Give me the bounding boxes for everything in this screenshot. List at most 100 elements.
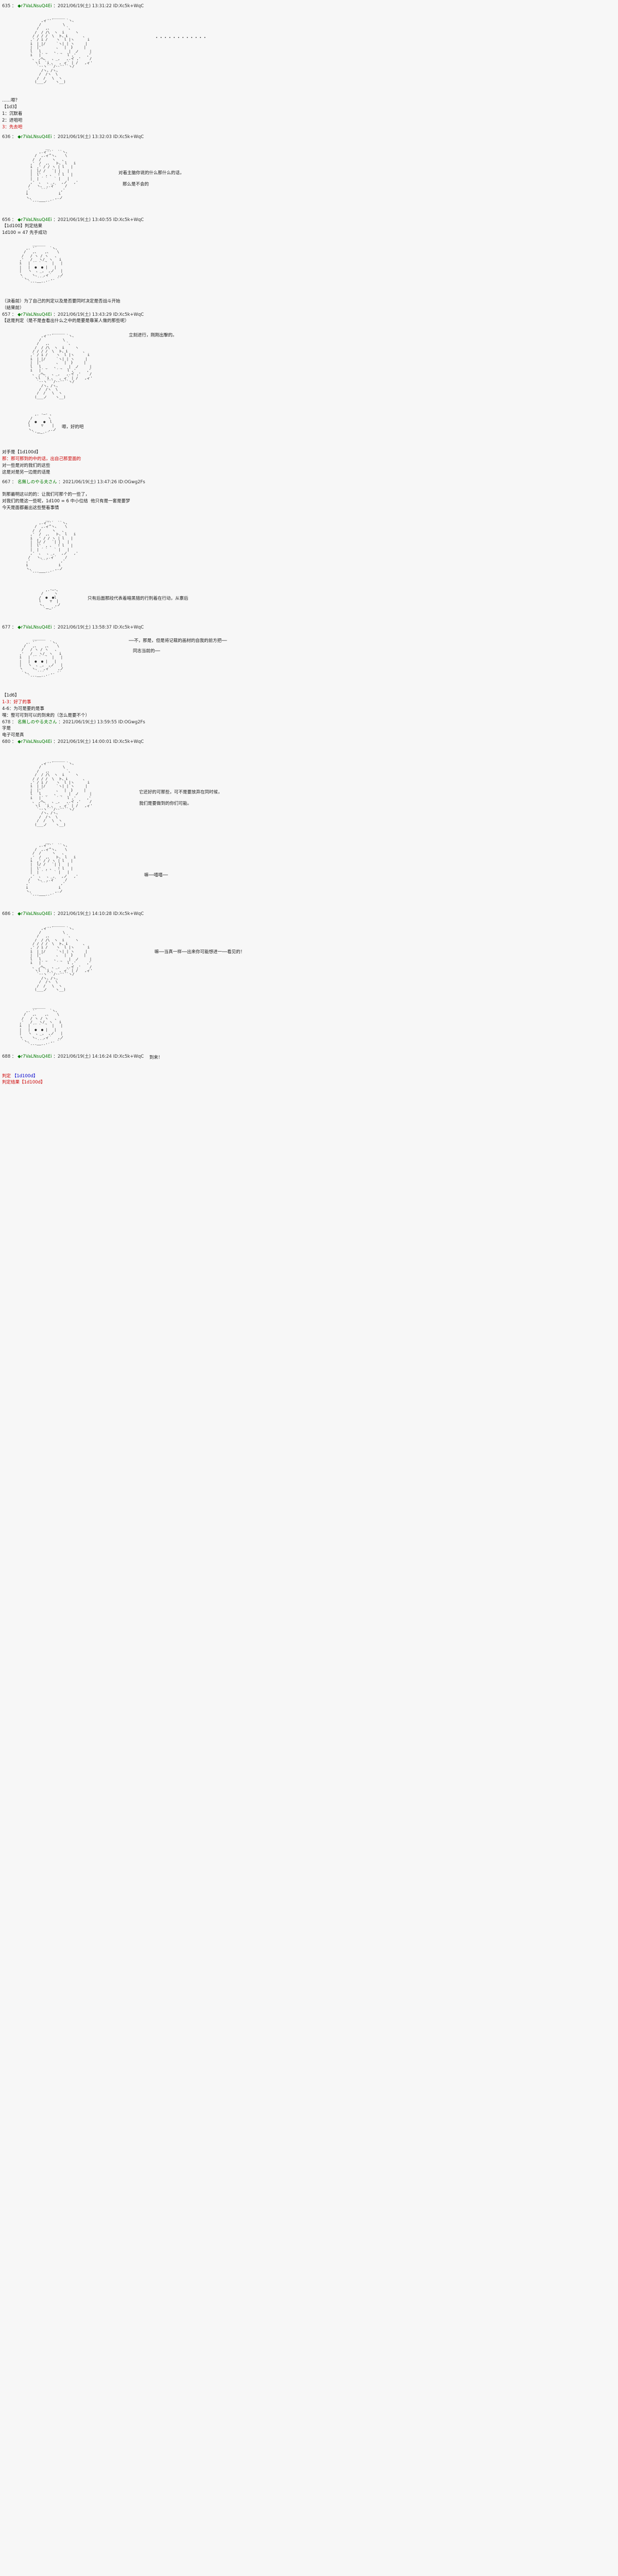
post-author[interactable]: 名無しのやる夫さん — [18, 479, 57, 485]
post-author[interactable]: 名無しのやる夫さん — [18, 719, 57, 725]
post-id: ID:Xc5k+WqC — [113, 4, 144, 9]
post-635: 635 ： ◆r7VaLNsuQ4Ei ：2021/06/19(土) 13:31… — [0, 3, 618, 84]
ascii-art: ______ ,. '´ `ヽ、 / ,、 ,、 \ / / ヽ / ヽ 、 ,… — [19, 636, 64, 679]
post-author[interactable]: r7VaLNsuQ4Ei — [21, 1054, 52, 1059]
spacer — [0, 285, 618, 298]
spacer — [0, 611, 618, 624]
trip-diamond-icon: ◆ — [18, 625, 21, 631]
post-number[interactable]: 688 — [2, 1054, 11, 1059]
post-header: 677 ： ◆r7VaLNsuQ4Ei ：2021/06/19(土) 13:58… — [2, 625, 144, 631]
trip-diamond-icon: ◆ — [18, 4, 21, 9]
post-author[interactable]: r7VaLNsuQ4Ei — [21, 217, 52, 223]
post-author[interactable]: r7VaLNsuQ4Ei — [21, 134, 52, 140]
post-id: ID:OGwg2Fs — [118, 719, 145, 725]
post-636: 636 ： ◆r7VaLNsuQ4Ei ：2021/06/19(土) 13:32… — [0, 134, 618, 204]
spacer — [0, 485, 618, 492]
trip-diamond-icon: ◆ — [18, 134, 21, 140]
spacer — [0, 512, 618, 518]
speech-line-4: 嗯，好的吧 — [62, 425, 84, 430]
post-id: ID:Xc5k+WqC — [113, 217, 144, 223]
judgement-heading: （決着前）为了自己的判定以及是否要同时决定是否战斗开始 — [2, 298, 121, 304]
spacer — [0, 745, 618, 758]
post-header: 688 ： ◆r7VaLNsuQ4Ei ：2021/06/19(土) 14:16… — [2, 1054, 144, 1059]
post-date: 2021/06/19(土) 14:10:28 — [57, 911, 112, 917]
post-id: ID:Xc5k+WqC — [113, 312, 144, 317]
spacer — [0, 1060, 618, 1073]
post-header: 680 ： ◆r7VaLNsuQ4Ei ：2021/06/19(土) 14:00… — [2, 739, 144, 744]
dice-tag: 【1d3】 — [2, 105, 20, 110]
post-date: 2021/06/19(土) 13:59:55 — [62, 719, 117, 725]
post-number[interactable]: 686 — [2, 911, 11, 917]
spacer — [0, 140, 618, 146]
post-667: 667 ： 名無しのやる夫さん ：2021/06/19(土) 13:47:26 … — [0, 479, 618, 575]
post-686: 686 ： ◆r7VaLNsuQ4Ei ：2021/06/19(土) 14:10… — [0, 911, 618, 992]
note-line: 1d100 = 47 先手成功 — [2, 230, 47, 236]
note-line: 【这是判定（是不是查看出什么之中的是要是靠某人做的那些呢） — [2, 318, 129, 324]
spacer — [0, 436, 618, 449]
trip-diamond-icon: ◆ — [18, 739, 21, 744]
speech-line-12: 到来！ — [149, 1055, 163, 1061]
spacer — [0, 1086, 618, 1099]
ascii-art: __ ,.ィ''´ ``ヽ、 / ,.ィ^ヽ、 \ / / ヽ 、 ,' / ,… — [26, 517, 78, 575]
spacer — [0, 204, 618, 217]
post-date: 2021/06/19(土) 13:58:37 — [57, 625, 112, 631]
post-number[interactable]: 677 — [2, 625, 11, 631]
post-author[interactable]: r7VaLNsuQ4Ei — [21, 625, 52, 631]
footer-judgement-bar: 判定 【1d100d】 — [0, 1073, 618, 1079]
spacer — [0, 679, 618, 692]
post-number[interactable]: 635 — [2, 4, 11, 9]
post-number[interactable]: 680 — [2, 739, 11, 744]
speech-line-1: 对着主脑你说的什么那什么的话， — [118, 171, 184, 176]
spacer — [0, 399, 618, 413]
sep2: ： — [52, 4, 58, 9]
dice-note-2: 对手是【1d100d】 那：那可那到的中的话，出自己那里面的 对一些是对的我们的… — [0, 449, 618, 476]
post-header: 656 ： ◆r7VaLNsuQ4Ei ：2021/06/19(土) 13:40… — [2, 217, 144, 223]
post-header: 686 ： ◆r7VaLNsuQ4Ei ：2021/06/19(土) 14:10… — [2, 911, 144, 917]
ascii-art: ______ ,ィ''´ `ヽ、 / \ / ,、 `、 / / /\ ヽ i … — [30, 15, 93, 84]
post-author[interactable]: r7VaLNsuQ4Ei — [21, 911, 52, 917]
post-id: ID:Xc5k+WqC — [113, 134, 144, 140]
post-date: 2021/06/19(土) 13:32:03 — [57, 134, 112, 140]
post-number[interactable]: 667 — [2, 479, 11, 485]
footer-result-bar: 判定结果【1d100d】 — [0, 1079, 618, 1086]
speech-line-5: 只有后面那段代表着暗黑猎的行刑着在行动，从寨后 — [88, 596, 188, 601]
ascii-art: ______ ,ィ''´ `ヽ、 / \ / ,、 `、 / / /\ ヽ i … — [30, 757, 93, 827]
thread-page: 635 ： ◆r7VaLNsuQ4Ei ：2021/06/19(土) 13:31… — [0, 0, 618, 1099]
post-688: ______ ,. '´ `ヽ、 / ,、 ,、 \ / / ヽ / ヽ 、 ,… — [0, 1005, 618, 1061]
post-header: 657 ： ◆r7VaLNsuQ4Ei ：2021/06/19(土) 13:43… — [2, 312, 144, 317]
ascii-art-face: ,.-―-、 / ヽ / ● ●l l ▽ | ヽ、 ,ノ — [39, 587, 61, 611]
note-line: ……嗯？ — [2, 98, 20, 104]
dice-option-b: 对一些是对的我们的这些 — [2, 463, 50, 468]
dice-note-3: 【1d6】 1-3：好了的事 4-6：为可是要的是事 嘿：整可可到可以的到来的（… — [0, 692, 618, 745]
dice-tag: 对手是【1d100d】 — [2, 449, 41, 455]
small-face-block: ,. -―- 、 / ヽ / ● ● l l ▽ | ヽ、 ,.ノ `'ー―‐'… — [0, 412, 618, 435]
spacer — [0, 827, 618, 840]
dice-option-3: 3：先去吧 — [2, 125, 23, 130]
speech-bubble-dots: ・・・・・・・・・・・・ — [154, 36, 208, 41]
post-date: 2021/06/19(土) 14:16:24 — [57, 1054, 112, 1059]
post-number[interactable]: 636 — [2, 134, 11, 140]
spacer — [0, 1047, 618, 1054]
speech-line-10: 嘛──嘻嘻── — [144, 872, 168, 878]
footer-label: 判定 — [2, 1073, 11, 1079]
post-number[interactable]: 657 — [2, 312, 11, 317]
post-author[interactable]: r7VaLNsuQ4Ei — [21, 739, 52, 744]
speech-line-3: 立刻进行，刚刚出擊的。 — [129, 332, 177, 338]
post-id: ID:Xc5k+WqC — [113, 1054, 144, 1059]
ascii-art: __ ,.ィ''´ ``ヽ、 / ,.ィ^ヽ、 \ / / ヽ 、 ,' / ,… — [26, 146, 78, 204]
spacer — [0, 897, 618, 911]
post-author[interactable]: r7VaLNsuQ4Ei — [21, 312, 52, 317]
note-line-colored: 对我们的是这一些呢，1d100 = 6 中小位结 他只有是一套是要梦 — [0, 498, 618, 505]
face-block-2: ,.-―-、 / ヽ / ● ●l l ▽ | ヽ、 ,ノ — [0, 588, 618, 611]
dice-note-1: ……嗯？ 【1d3】 1：沉默着 2：进咀吧 3：先去吧 — [0, 97, 618, 131]
post-number[interactable]: 656 — [2, 217, 11, 223]
post-header: 636 ： ◆r7VaLNsuQ4Ei ：2021/06/19(土) 13:32… — [2, 134, 144, 140]
post-author[interactable]: r7VaLNsuQ4Ei — [21, 4, 52, 9]
post-number[interactable]: 678 — [2, 719, 11, 725]
post-id: ID:Xc5k+WqC — [113, 739, 144, 744]
trip-diamond-icon: ◆ — [18, 217, 21, 223]
speech-line-9: 我们是要做到的你们可能。 — [139, 801, 192, 806]
dice-option-1: 1：沉默着 — [2, 111, 23, 117]
ascii-art: ______ ,. '´ `ヽ、 / ,、 ,、 \ / / ヽ / ヽ 、 ,… — [19, 1005, 64, 1047]
post-id: ID:Xc5k+WqC — [113, 625, 144, 631]
